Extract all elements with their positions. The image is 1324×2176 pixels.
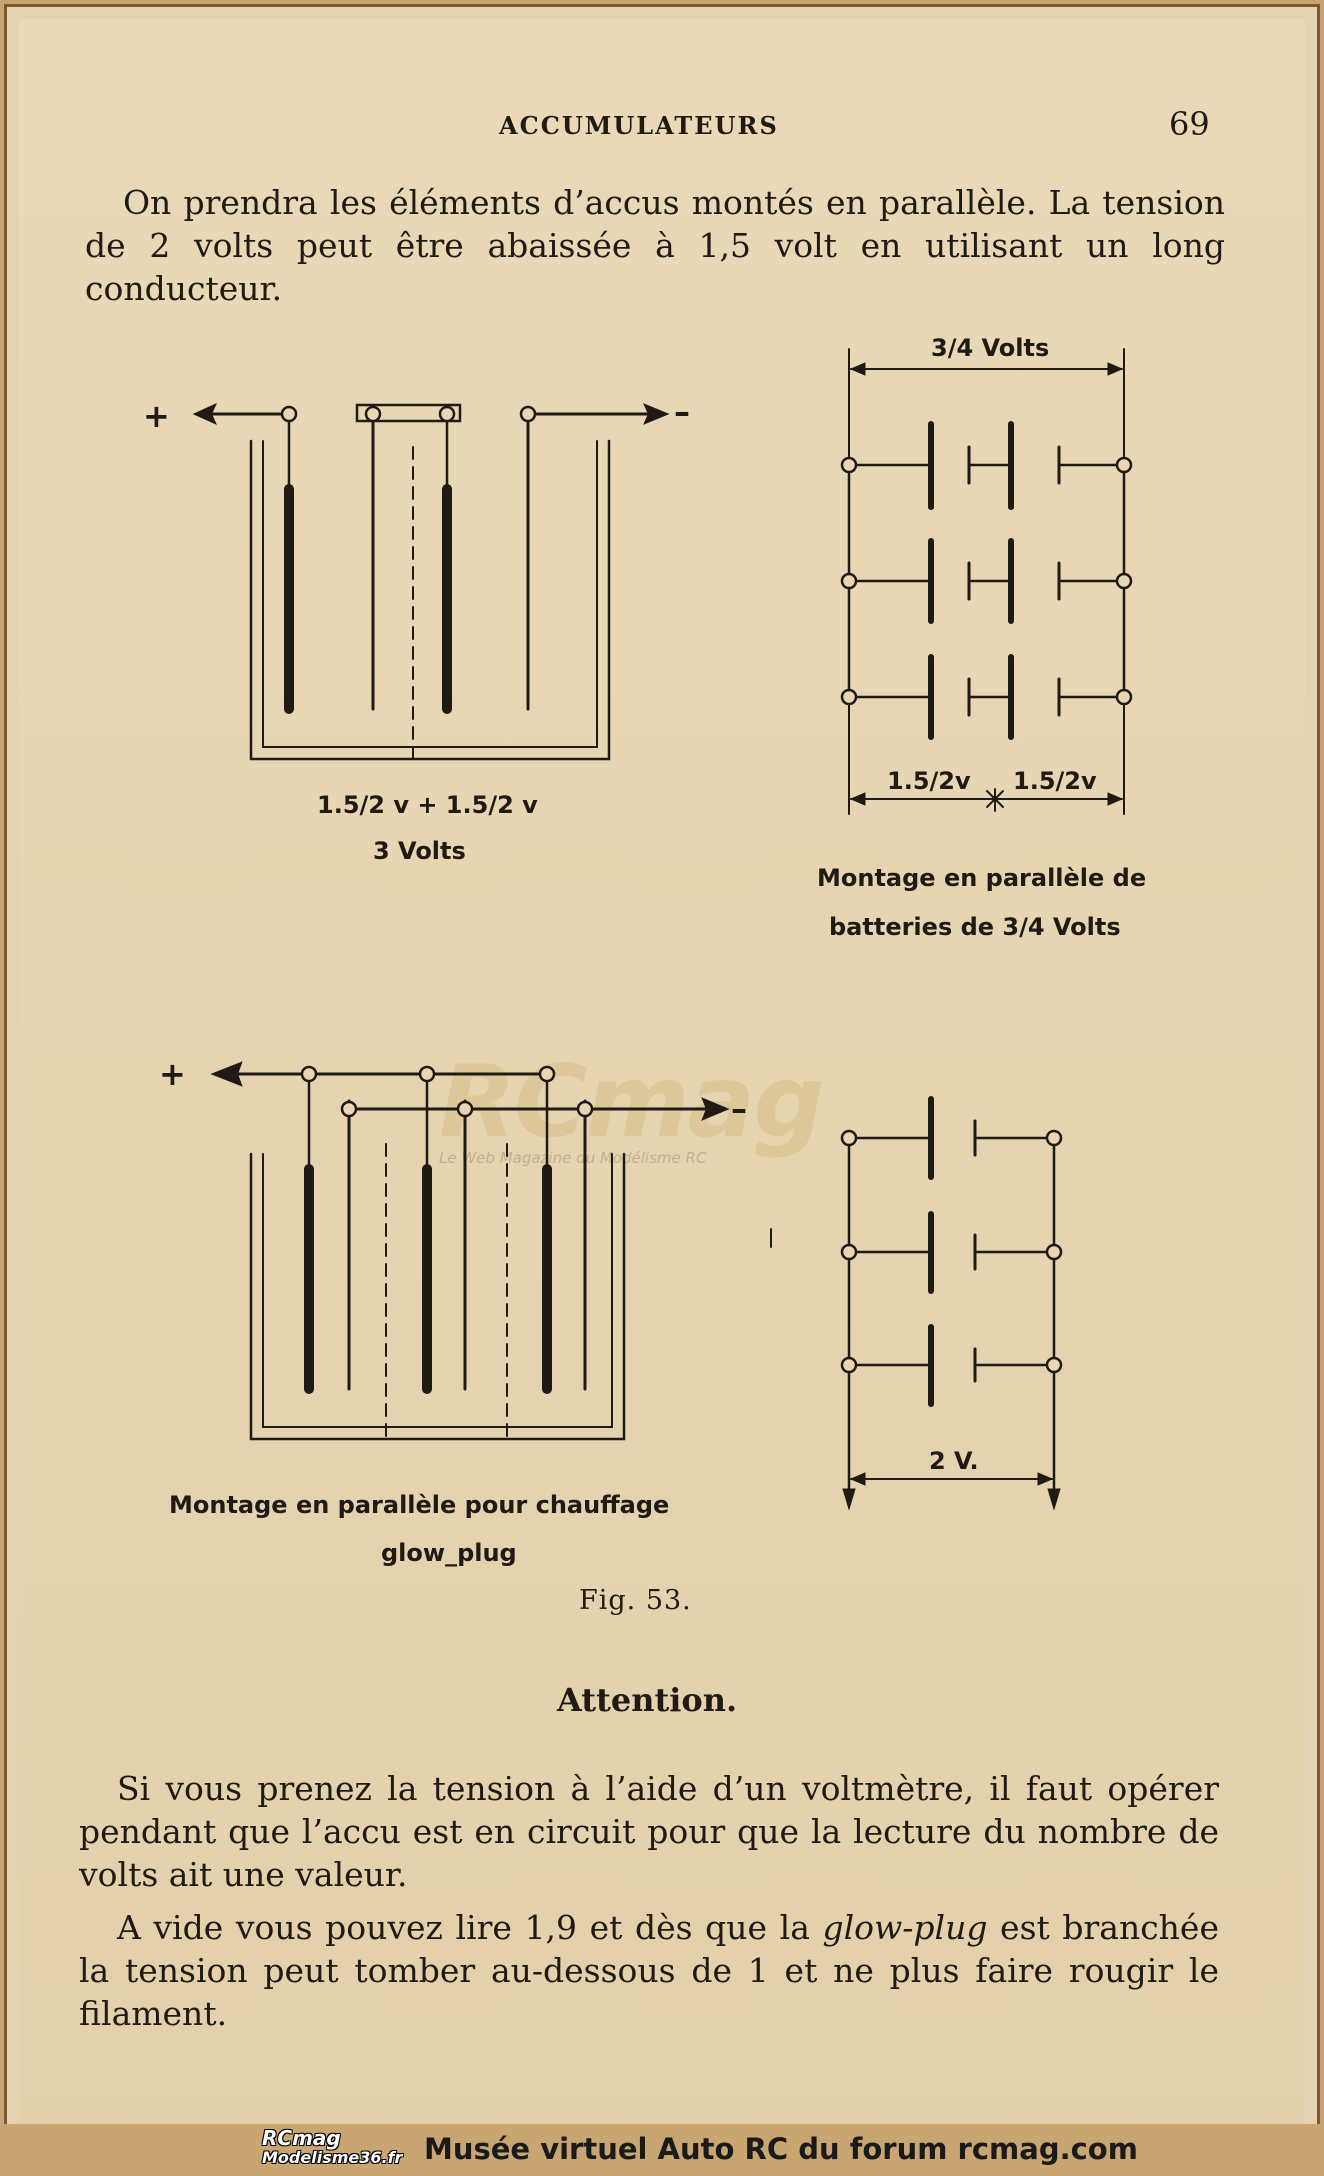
watermark-logo: RCmag — [439, 1043, 825, 1160]
top-left-plus-sign: + — [143, 397, 170, 435]
top-right-bottom-right-label: 1.5/2v — [1013, 767, 1097, 795]
page-frame: ACCUMULATEURS 69 On prendra les éléments… — [4, 4, 1320, 2172]
watermark-tagline: Le Web Magazine du Modélisme RC — [439, 1149, 707, 1167]
top-right-schematic — [840, 348, 1133, 815]
page-number: 69 — [1169, 105, 1210, 143]
book-page: ACCUMULATEURS 69 On prendra les éléments… — [19, 19, 1305, 2163]
top-right-bottom-left-label: 1.5/2v — [887, 767, 971, 795]
footer-text: Musée virtuel Auto RC du forum rcmag.com — [424, 2132, 1138, 2166]
footer-logo: RCmag Modelisme36.fr — [262, 2128, 402, 2168]
intro-paragraph: On prendra les éléments d’accus montés e… — [85, 183, 1225, 308]
bottom-right-schematic — [840, 1096, 1063, 1511]
paragraph-voltmeter: Si vous prenez la tension à l’aide d’un … — [79, 1769, 1219, 1894]
paragraph-glow-plug-text-start: A vide vous pouvez lire 1,9 et dès que l… — [117, 1908, 823, 1947]
paragraph-glow-plug: A vide vous pouvez lire 1,9 et dès que l… — [79, 1906, 1219, 2035]
bottom-left-caption-line2: glow_plug — [381, 1539, 517, 1567]
top-right-caption-line1: Montage en parallèle de — [817, 864, 1147, 892]
bottom-left-minus-sign: – — [731, 1090, 747, 1128]
top-left-label-total: 3 Volts — [373, 837, 466, 865]
bottom-left-plus-sign: + — [159, 1055, 186, 1093]
figure-number: Fig. 53. — [579, 1585, 692, 1616]
footer-logo-site: Modelisme36.fr — [262, 2148, 403, 2167]
bottom-right-dimension-label: 2 V. — [929, 1447, 979, 1475]
top-right-top-dimension-label: 3/4 Volts — [931, 334, 1050, 362]
top-right-caption-line2: batteries de 3/4 Volts — [829, 913, 1121, 941]
footer-logo-name: RCmag — [262, 2126, 341, 2150]
paragraph-glow-plug-text-end: est branchée la tension peut tomber au-d… — [79, 1908, 1219, 2033]
top-left-label-voltage: 1.5/2 v + 1.5/2 v — [317, 791, 538, 819]
top-left-minus-sign: – — [674, 393, 690, 431]
bottom-left-caption-line1: Montage en parallèle pour chauffage — [169, 1491, 670, 1519]
figure-53-drawing — [192, 348, 1133, 1511]
bottom-left-cell-diagram — [210, 1061, 730, 1441]
paragraph-glow-plug-term: glow-plug — [822, 1908, 988, 1947]
top-left-cell-diagram — [192, 403, 670, 761]
site-footer: RCmag Modelisme36.fr Musée virtuel Auto … — [0, 2124, 1324, 2176]
section-title: Attention. — [557, 1681, 738, 1719]
running-head: ACCUMULATEURS — [499, 111, 779, 140]
page-header: ACCUMULATEURS 69 — [19, 99, 1305, 143]
